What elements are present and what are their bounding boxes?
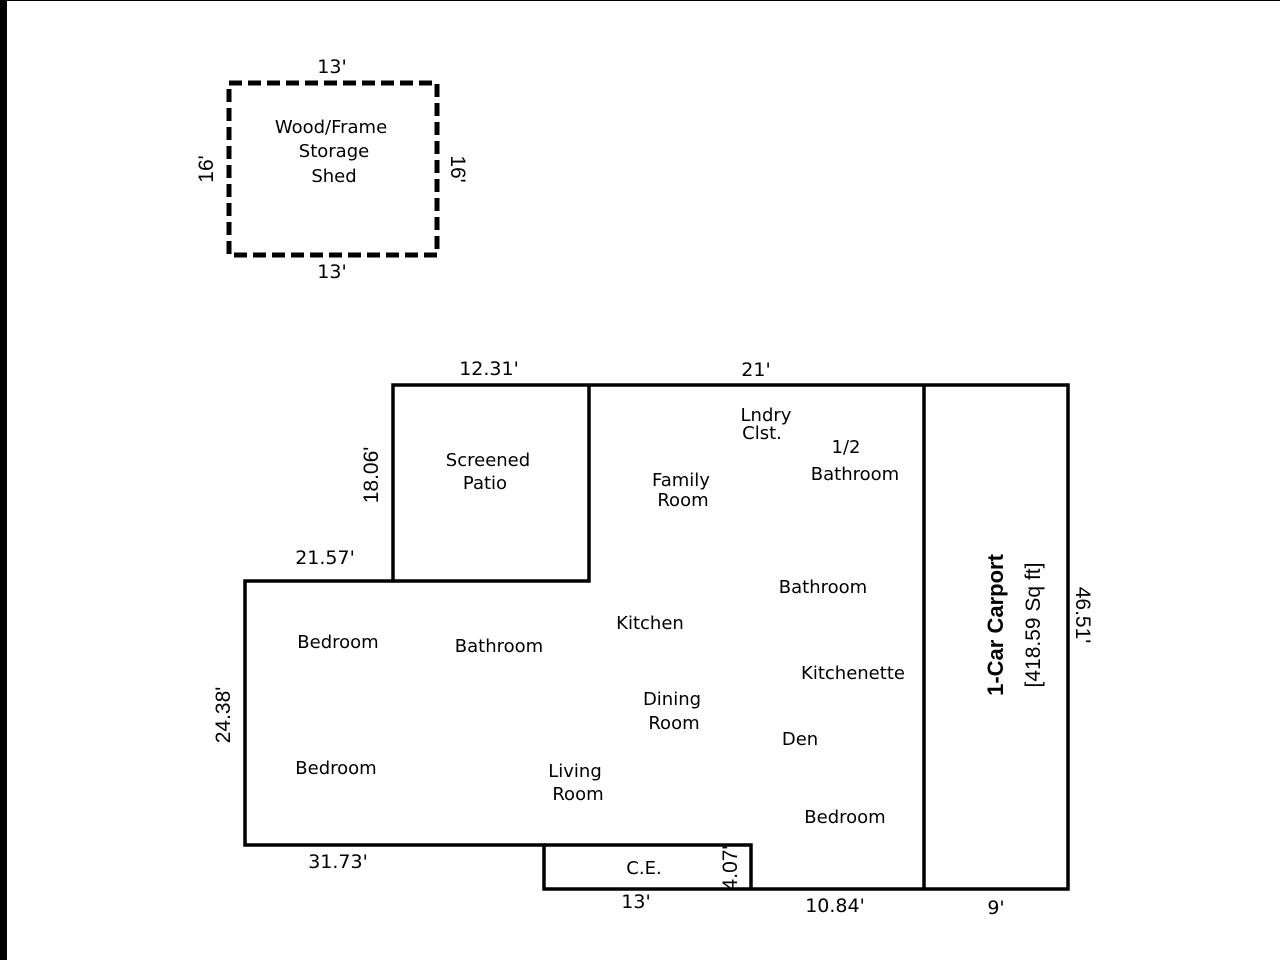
ce-walls (544, 843, 753, 889)
carport-area: [418.59 Sq ft] (1022, 563, 1045, 688)
room-kitchenette: Kitchenette (801, 663, 905, 684)
dim-ce-side: 4.07' (719, 846, 742, 891)
room-den: Den (782, 729, 818, 750)
room-bathroom-2: Bathroom (455, 636, 543, 657)
room-family-room-line-2: Room (657, 490, 708, 511)
dim-top-main: 21' (741, 359, 770, 381)
shed-dim-bottom: 13' (317, 261, 346, 283)
carport: 1-Car Carport [418.59 Sq ft] (983, 553, 1045, 695)
dim-top-patio: 12.31' (459, 358, 519, 380)
room-lndry-clst-line-1: Lndry (741, 405, 792, 426)
room-living-room-line-2: Room (552, 784, 603, 805)
room-bathroom-1: Bathroom (779, 577, 867, 598)
dim-carport-bottom: 9' (987, 897, 1004, 919)
room-bedroom-3: Bedroom (295, 758, 376, 779)
room-dining-room-line-2: Room (648, 713, 699, 734)
shed-label-line-2: Storage (299, 141, 369, 162)
shed-dim-left: 16' (195, 155, 218, 182)
storage-shed: Wood/Frame Storage Shed 13' 13' 16' 16' (195, 56, 469, 283)
room-labels: Screened Patio Lndry Clst. 1/2 Bathroom … (295, 405, 905, 879)
shed-label-line-1: Wood/Frame (275, 117, 387, 138)
room-lndry-clst-line-2: Clst. (742, 423, 782, 444)
room-half-bath-line-2: Bathroom (811, 464, 899, 485)
room-bedroom-1: Bedroom (297, 632, 378, 653)
carport-title: 1-Car Carport (983, 553, 1008, 695)
house-dimensions: 12.31' 21' 18.06' 21.57' 24.38' 31.73' 1… (212, 358, 1094, 919)
dim-right: 46.51' (1071, 587, 1094, 644)
dim-left: 24.38' (212, 687, 235, 744)
dim-bottom-right: 10.84' (805, 895, 865, 917)
room-ce: C.E. (626, 858, 661, 879)
room-living-room-line-1: Living (548, 761, 602, 782)
room-family-room-line-1: Family (652, 470, 710, 491)
floor-plan-canvas: Wood/Frame Storage Shed 13' 13' 16' 16' … (7, 1, 1280, 960)
shed-label-line-3: Shed (311, 166, 356, 187)
room-kitchen: Kitchen (616, 613, 684, 634)
shed-dim-top: 13' (317, 56, 346, 78)
dim-bottom-left: 31.73' (308, 851, 368, 873)
room-dining-room-line-1: Dining (643, 689, 701, 710)
room-screened-patio-line-2: Patio (463, 473, 507, 494)
shed-dim-right: 16' (446, 155, 469, 182)
dim-patio-left: 18.06' (360, 447, 383, 504)
screened-patio-walls (393, 385, 591, 583)
shed-outline (226, 80, 440, 258)
room-bedroom-2: Bedroom (804, 807, 885, 828)
dim-step-left: 21.57' (295, 547, 355, 569)
room-half-bath-line-1: 1/2 (832, 437, 861, 458)
house (243, 383, 1070, 891)
dim-ce-bottom: 13' (621, 891, 650, 913)
room-screened-patio-line-1: Screened (446, 450, 530, 471)
